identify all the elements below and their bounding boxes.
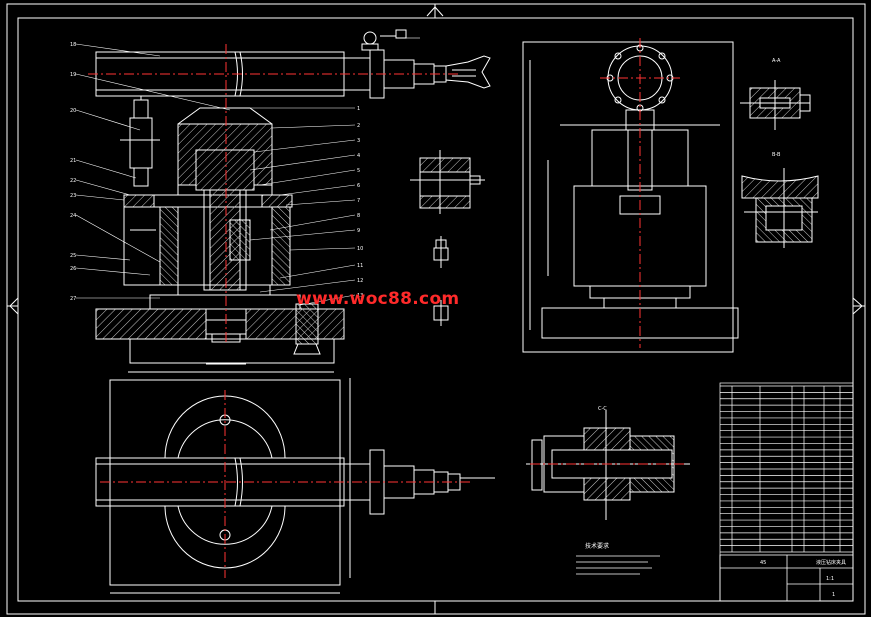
label-7: 24 <box>70 213 76 219</box>
label-r10: 10 <box>357 246 363 252</box>
front-leader-lines <box>75 37 420 306</box>
section-view-b <box>741 168 819 248</box>
label-5: 22 <box>70 178 76 184</box>
label-r6: 6 <box>357 183 360 189</box>
section-a-title: A-A <box>772 58 781 64</box>
detail-view-c <box>433 300 449 326</box>
label-3: 20 <box>70 108 76 114</box>
label-r13: 13 <box>357 293 363 299</box>
section-c-title: C-C <box>598 406 607 412</box>
title-block <box>719 554 854 602</box>
label-r3: 3 <box>357 138 360 144</box>
section-view-a <box>740 80 811 130</box>
sheet-value: 1 <box>832 592 835 598</box>
front-label-texts: 18 19 20 21 22 23 24 25 26 27 1 2 3 4 5 … <box>70 42 363 302</box>
label-r2: 2 <box>357 123 360 129</box>
label-r9: 9 <box>357 228 360 234</box>
watermark-text: www.woc88.com <box>296 289 460 309</box>
front-center-lines <box>88 44 460 345</box>
scale-value: 1:1 <box>826 576 834 582</box>
label-2: 19 <box>70 72 76 78</box>
label-r7: 7 <box>357 198 360 204</box>
front-section-view <box>95 29 491 373</box>
drawing-name: 液压钻床夹具 <box>816 559 846 566</box>
label-r5: 5 <box>357 168 360 174</box>
side-view <box>522 41 739 353</box>
label-r11: 11 <box>357 263 363 269</box>
technical-notes: 技术要求 <box>585 542 609 550</box>
plan-center-lines <box>100 390 470 578</box>
label-9: 26 <box>70 266 76 272</box>
notes-title: 技术要求 <box>585 542 609 550</box>
label-10: 27 <box>70 296 76 302</box>
material-value: 45 <box>760 560 766 566</box>
title-block-text: 液压钻床夹具 45 1:1 1 <box>760 559 846 598</box>
pin-detail-view <box>526 410 690 520</box>
label-8: 25 <box>70 253 76 259</box>
label-r4: 4 <box>357 153 360 159</box>
label-1: 18 <box>70 42 76 48</box>
plan-view <box>95 378 495 594</box>
label-4: 21 <box>70 158 76 164</box>
label-r1: 1 <box>357 106 360 112</box>
label-r8: 8 <box>357 213 360 219</box>
notes-lines <box>576 555 660 575</box>
sheet-border <box>6 3 866 615</box>
parts-list-table <box>719 382 854 602</box>
section-b-title: B-B <box>772 152 781 158</box>
label-r12: 12 <box>357 278 363 284</box>
detail-view-a <box>410 150 485 214</box>
label-6: 23 <box>70 193 76 199</box>
detail-view-b <box>433 236 449 268</box>
side-center-lines <box>600 38 680 348</box>
